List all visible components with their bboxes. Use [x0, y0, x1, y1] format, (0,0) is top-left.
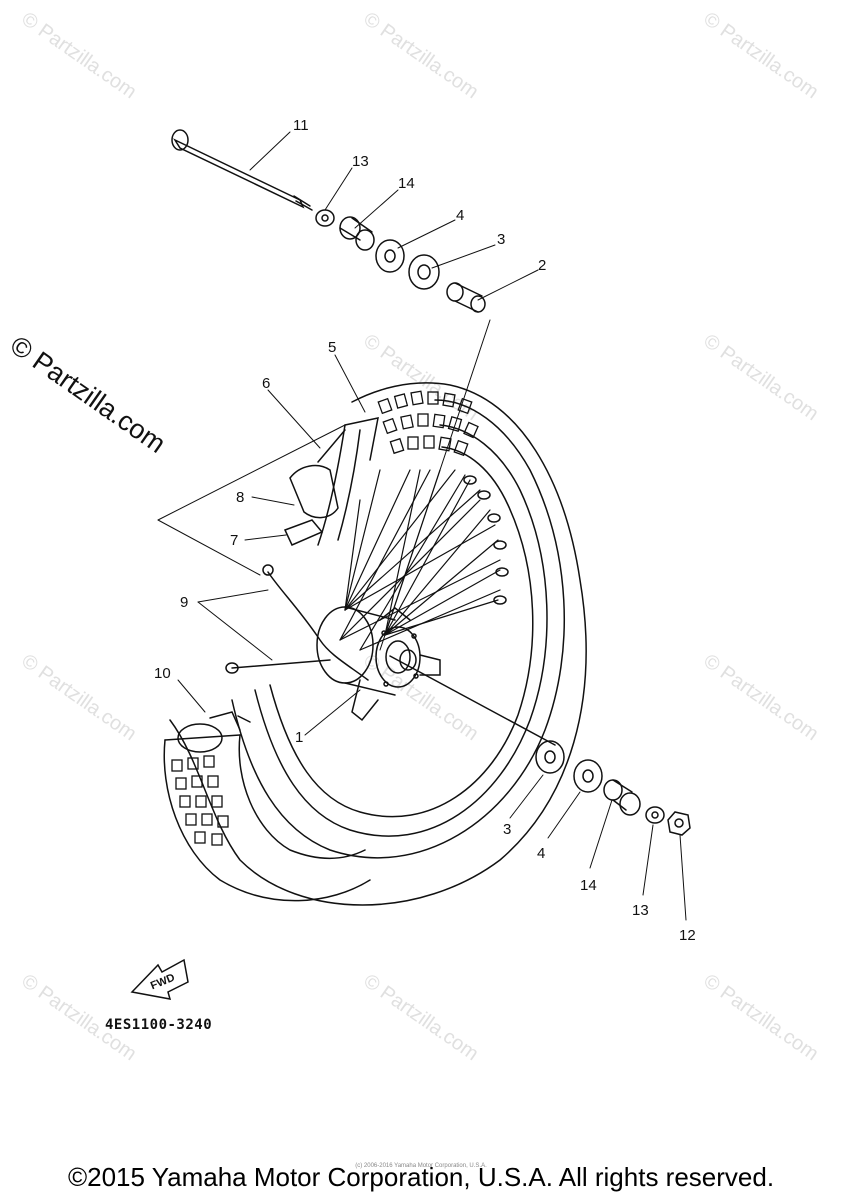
- spacer-14-lower: [603, 779, 641, 816]
- callout-label: 13: [352, 153, 369, 170]
- callout-label: 7: [230, 532, 238, 549]
- bearing-4-lower: [573, 759, 603, 793]
- tire-inner: [231, 399, 566, 859]
- callout-label: 8: [236, 489, 244, 506]
- spacer-14-upper: [339, 216, 375, 251]
- rim-inner: [269, 446, 534, 818]
- rim-lock-7: [283, 519, 324, 546]
- rim-band-6: [289, 429, 346, 519]
- speedo-cable: [225, 564, 369, 681]
- small-print: (c) 2006-2016 Yamaha Motor Corporation, …: [355, 1163, 487, 1169]
- tread-upper: [377, 390, 479, 457]
- axle-upper: [171, 129, 313, 211]
- callout-label: 1: [295, 729, 303, 746]
- fwd-arrow: [130, 958, 189, 1000]
- axle-line: [389, 655, 556, 746]
- callout-label: 14: [398, 175, 415, 192]
- bearing-4-upper: [375, 239, 405, 273]
- callout-labels: 11 13 14 4 3 2 5 6 8 7 9 10 1 3 4 14 13 …: [149, 117, 696, 992]
- collar-13-upper: [315, 209, 335, 227]
- tire-lower-inner: [238, 734, 366, 859]
- nut-12: [667, 811, 691, 836]
- callout-label: 12: [679, 927, 696, 944]
- bearing-3-lower: [535, 740, 565, 774]
- spokes: [339, 469, 501, 651]
- spoke-nipples: [463, 475, 509, 605]
- diagram-code: 4ES1100-3240: [105, 1017, 213, 1033]
- bearing-3-upper: [408, 254, 440, 290]
- callout-label: 3: [497, 231, 505, 248]
- callout-label: 9: [180, 594, 188, 611]
- callout-label: 4: [537, 845, 545, 862]
- collar-13-lower: [645, 806, 665, 824]
- tire-lower: [163, 739, 371, 902]
- tube-valve: [177, 711, 251, 753]
- callout-label: 14: [580, 877, 597, 894]
- callout-label: 3: [503, 821, 511, 838]
- copyright-notice: ©2015 Yamaha Motor Corporation, U.S.A. A…: [67, 1162, 775, 1192]
- tire-outline: [169, 382, 587, 906]
- rim-outer: [254, 424, 548, 837]
- tread-lower: [171, 755, 229, 846]
- callout-label: 4: [456, 207, 464, 224]
- spacer-2: [446, 282, 486, 313]
- callout-label: 11: [293, 117, 309, 134]
- hub: [316, 606, 441, 722]
- callout-label: 10: [154, 665, 171, 682]
- callout-label: 13: [632, 902, 649, 919]
- callout-label: 5: [328, 339, 336, 356]
- callout-label: 6: [262, 375, 270, 392]
- leader-lines: [157, 131, 687, 921]
- callout-label: 2: [538, 257, 546, 274]
